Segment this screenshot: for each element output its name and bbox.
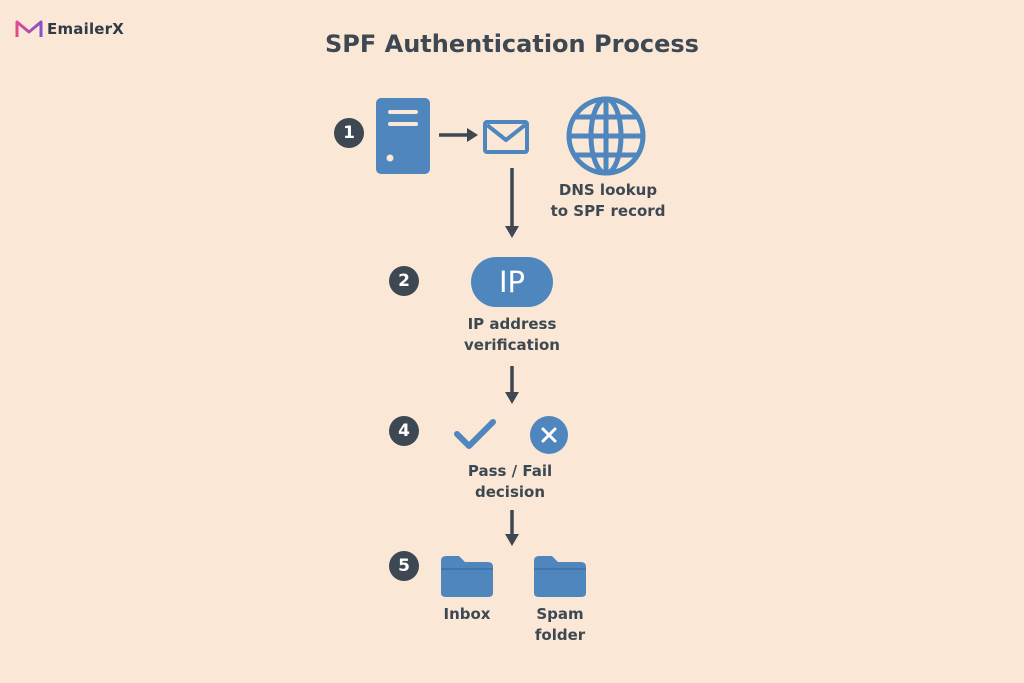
step-number-2: 2: [389, 266, 419, 296]
arrow-right-icon: [439, 128, 478, 142]
brand-logo: EmailerX: [14, 18, 124, 40]
inbox-folder-icon: [441, 556, 493, 597]
page-title: SPF Authentication Process: [325, 30, 699, 58]
x-circle-icon: [530, 416, 568, 454]
arrow-down-icon: [505, 168, 519, 238]
check-icon: [454, 419, 496, 449]
step-number-4: 4: [389, 416, 419, 446]
server-icon: [376, 98, 430, 174]
step-4-label: Pass / Fail decision: [467, 462, 553, 501]
step-number-1: 1: [334, 118, 364, 148]
step-2-label: IP address verification: [464, 315, 560, 354]
brand-name: EmailerX: [47, 20, 125, 38]
spam-folder-icon: [534, 556, 586, 597]
inbox-label: Inbox: [443, 605, 491, 623]
globe-icon: [566, 96, 646, 176]
arrow-down-icon: [505, 366, 519, 404]
step-number-5: 5: [389, 551, 419, 581]
ip-badge-icon: IP: [471, 257, 553, 307]
envelope-icon: [483, 120, 529, 154]
spam-folder-label: Spam folder: [534, 605, 586, 644]
emailerx-logo-icon: [15, 20, 43, 37]
step-1-label: DNS lookup to SPF record: [550, 181, 666, 220]
arrow-down-icon: [505, 510, 519, 546]
